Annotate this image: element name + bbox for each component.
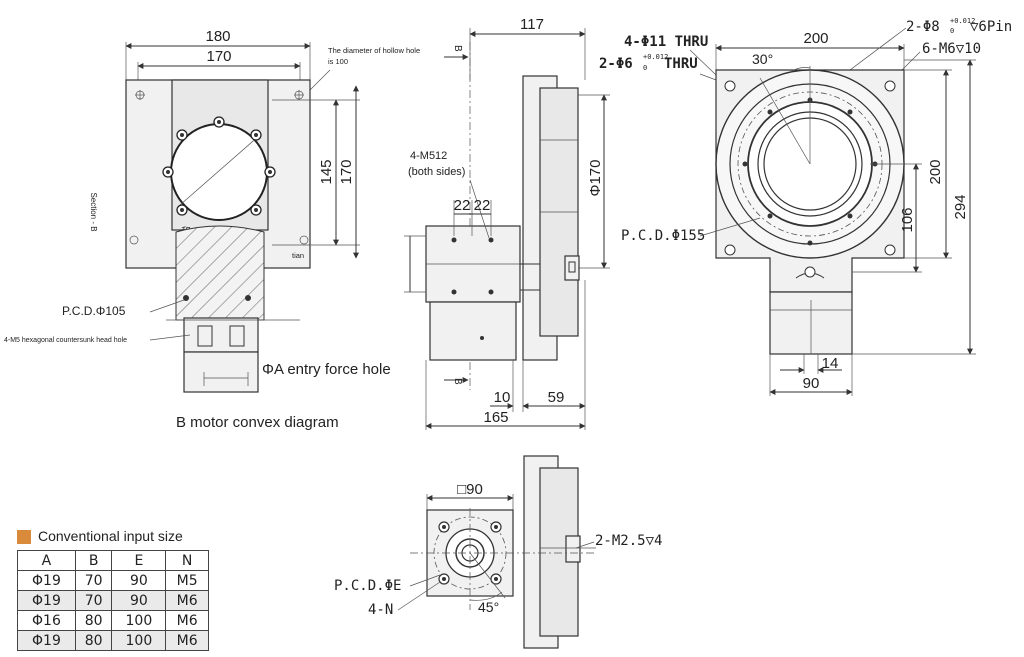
m512-line2: (both sides) [408, 166, 465, 178]
dim-90: 90 [803, 375, 820, 392]
table-cell: M6 [165, 590, 209, 611]
dim-phi170: Φ170 [587, 160, 604, 197]
n4: 4-N [368, 602, 393, 618]
table-header-row: A B E N [17, 550, 209, 571]
pcd-e: P.C.D.ΦE [334, 578, 401, 594]
table-row: Φ19 80 100 M6 [17, 630, 209, 651]
table-cell: 100 [111, 610, 167, 631]
table-cell: Φ16 [17, 610, 76, 631]
dim-165: 165 [483, 409, 508, 426]
header-e: E [111, 550, 167, 571]
table-cell: 70 [74, 570, 113, 591]
entry-hole: ΦA entry force hole [262, 361, 391, 378]
b-top: B [452, 45, 463, 52]
pin-suffix: ▽6Pin [970, 19, 1012, 35]
mark-tian: tian [292, 251, 304, 260]
dim-10: 10 [494, 389, 511, 406]
section-label: Section - B [89, 192, 98, 231]
table-cell: Φ19 [17, 630, 76, 651]
b-bottom: B [452, 378, 463, 385]
thru-6-tol-bottom: 0 [643, 64, 647, 72]
dim-106: 106 [899, 207, 916, 232]
table-cell: 80 [74, 610, 113, 631]
table-cell: Φ19 [17, 590, 76, 611]
thru-11: 4-Φ11 THRU [624, 34, 708, 50]
m6-note: 6-M6▽10 [922, 41, 981, 57]
dim-170-side: 170 [338, 159, 355, 184]
header-a: A [17, 550, 76, 571]
bottom-view: □90 2-M2.5▽4 P.C.D.ΦE 4-N 45° [334, 455, 662, 649]
dim-117: 117 [520, 16, 544, 33]
header-b: B [74, 550, 113, 571]
table-cell: M6 [165, 610, 209, 631]
size-table: A B E N Φ19 70 90 M5 Φ19 70 90 M6 Φ16 80… [17, 550, 209, 651]
pcd-105: P.C.D.Φ105 [62, 304, 126, 318]
pin-tol-bottom: 0 [950, 27, 954, 35]
table-title: Conventional input size [38, 528, 183, 544]
dim-59: 59 [548, 389, 565, 406]
middle-view: 117 B B 4-M512 (both sides) 22 [404, 16, 610, 430]
table-cell: 100 [111, 630, 167, 651]
legend-swatch [17, 530, 31, 544]
header-n: N [165, 550, 209, 571]
dim-200-side: 200 [927, 159, 944, 184]
thru-6-prefix: 2-Φ6 [599, 56, 633, 72]
table-row: Φ19 70 90 M5 [17, 570, 209, 591]
pcd-155: P.C.D.Φ155 [621, 228, 705, 244]
dim-170-top: 170 [206, 48, 231, 65]
table-cell: 90 [111, 570, 167, 591]
dim-294: 294 [952, 194, 969, 219]
table-row: Φ16 80 100 M6 [17, 610, 209, 631]
dim-22b: 22 [474, 197, 491, 214]
table-cell: 90 [111, 590, 167, 611]
thru-6-suffix: THRU [664, 56, 698, 72]
dim-145: 145 [318, 159, 335, 184]
table-cell: Φ19 [17, 570, 76, 591]
sq-90: □90 [457, 481, 483, 498]
m512-line1: 4-M512 [410, 150, 447, 162]
motor-caption: B motor convex diagram [176, 414, 339, 431]
dim-200-top: 200 [803, 30, 828, 47]
table-cell: M5 [165, 570, 209, 591]
dim-180: 180 [205, 28, 230, 45]
pin-tol-top: +0.012 [950, 17, 975, 25]
hollow-note-line2: is 100 [328, 57, 348, 66]
table-row: Φ19 70 90 M6 [17, 590, 209, 611]
hollow-note-line1: The diameter of hollow hole [328, 46, 420, 55]
pin-prefix: 2-Φ8 [906, 19, 940, 35]
angle-45: 45° [478, 599, 499, 615]
m5-note: 4-M5 hexagonal countersunk head hole [4, 337, 127, 344]
table-cell: M6 [165, 630, 209, 651]
angle-30: 30° [752, 51, 773, 67]
table-cell: 70 [74, 590, 113, 611]
m25-note: 2-M2.5▽4 [595, 533, 662, 549]
right-view: 4-Φ11 THRU 2-Φ6 +0.012 0 THRU 200 2-Φ8 +… [599, 17, 1012, 396]
dim-14: 14 [822, 355, 839, 372]
thru-6-tol-top: +0.012 [643, 53, 668, 61]
table-cell: 80 [74, 630, 113, 651]
dim-22a: 22 [454, 197, 471, 214]
left-view: 180 170 The diameter of hollow hole is 1… [4, 28, 420, 431]
